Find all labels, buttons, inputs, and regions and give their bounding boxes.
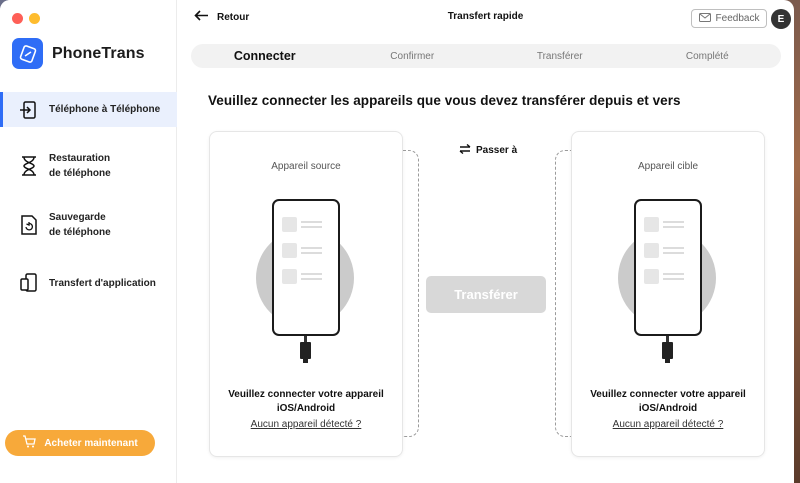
top-bar: Retour Transfert rapide Feedback E bbox=[177, 0, 794, 36]
swap-devices-button[interactable]: Passer à bbox=[459, 143, 518, 157]
progress-steps: Connecter Confirmer Transférer Complété bbox=[191, 44, 781, 68]
connect-message: Veuillez connecter votre appareil iOS/An… bbox=[590, 389, 746, 414]
buy-now-label: Acheter maintenant bbox=[44, 437, 138, 449]
mail-icon bbox=[698, 12, 711, 25]
cart-icon bbox=[22, 435, 37, 451]
page-title: Transfert rapide bbox=[447, 11, 524, 22]
sidebar: PhoneTrans Téléphone à Téléphone bbox=[0, 0, 177, 483]
back-label: Retour bbox=[217, 11, 250, 23]
connector-line-left bbox=[403, 150, 419, 437]
cable-icon bbox=[304, 336, 307, 342]
brand: PhoneTrans bbox=[12, 38, 145, 69]
buy-now-button[interactable]: Acheter maintenant bbox=[5, 430, 155, 456]
hourglass-icon bbox=[19, 155, 39, 177]
swap-label: Passer à bbox=[476, 145, 518, 156]
step-transfer: Transférer bbox=[536, 50, 583, 62]
avatar[interactable]: E bbox=[771, 9, 791, 29]
window-controls bbox=[12, 13, 40, 24]
cable-icon bbox=[666, 336, 669, 342]
transfer-button[interactable]: Transférer bbox=[426, 276, 546, 313]
sidebar-item-label: Sauvegarde de téléphone bbox=[49, 212, 111, 238]
app-transfer-icon bbox=[19, 272, 39, 294]
backup-icon bbox=[19, 214, 39, 236]
target-device-label: Appareil cible bbox=[637, 161, 699, 172]
sidebar-item-app-transfer[interactable]: Transfert d'application bbox=[0, 268, 177, 298]
arrow-left-icon bbox=[194, 10, 209, 24]
instruction-heading: Veuillez connecter les appareils que vou… bbox=[208, 93, 681, 108]
swap-arrows-icon bbox=[459, 143, 471, 157]
connect-message: Veuillez connecter votre appareil iOS/An… bbox=[228, 389, 384, 414]
sidebar-item-restore[interactable]: Restauration de téléphone bbox=[0, 143, 120, 189]
phone-transfer-icon bbox=[19, 99, 39, 121]
feedback-label: Feedback bbox=[715, 13, 760, 24]
usb-plug-icon bbox=[662, 342, 673, 359]
sidebar-item-phone-to-phone[interactable]: Téléphone à Téléphone bbox=[0, 92, 177, 127]
phone-placeholder-icon bbox=[634, 199, 702, 336]
sidebar-item-label: Transfert d'application bbox=[49, 277, 156, 289]
sidebar-item-label: Téléphone à Téléphone bbox=[49, 104, 161, 115]
no-device-link[interactable]: Aucun appareil détecté ? bbox=[250, 419, 362, 430]
no-device-link[interactable]: Aucun appareil détecté ? bbox=[612, 419, 724, 430]
step-connect: Connecter bbox=[233, 49, 296, 63]
sidebar-item-label: Restauration de téléphone bbox=[49, 153, 111, 179]
sidebar-nav: Téléphone à Téléphone Restauration de té… bbox=[0, 92, 177, 298]
phone-placeholder-icon bbox=[272, 199, 340, 336]
close-window-button[interactable] bbox=[12, 13, 23, 24]
main-panel: Retour Transfert rapide Feedback E Conne… bbox=[177, 0, 794, 483]
minimize-window-button[interactable] bbox=[29, 13, 40, 24]
sidebar-item-backup[interactable]: Sauvegarde de téléphone bbox=[0, 202, 120, 248]
target-device-card: Appareil cible Veuillez connecter votre … bbox=[571, 131, 765, 457]
step-complete: Complété bbox=[685, 50, 729, 62]
app-name: PhoneTrans bbox=[52, 44, 145, 62]
phonetrans-logo-icon bbox=[12, 38, 43, 69]
back-button[interactable]: Retour bbox=[194, 10, 249, 24]
feedback-button[interactable]: Feedback bbox=[691, 9, 767, 28]
usb-plug-icon bbox=[300, 342, 311, 359]
source-device-card: Appareil source Veuillez connecter votre… bbox=[209, 131, 403, 457]
source-device-label: Appareil source bbox=[271, 161, 341, 172]
connector-line-right bbox=[555, 150, 571, 437]
step-confirm: Confirmer bbox=[390, 50, 435, 62]
